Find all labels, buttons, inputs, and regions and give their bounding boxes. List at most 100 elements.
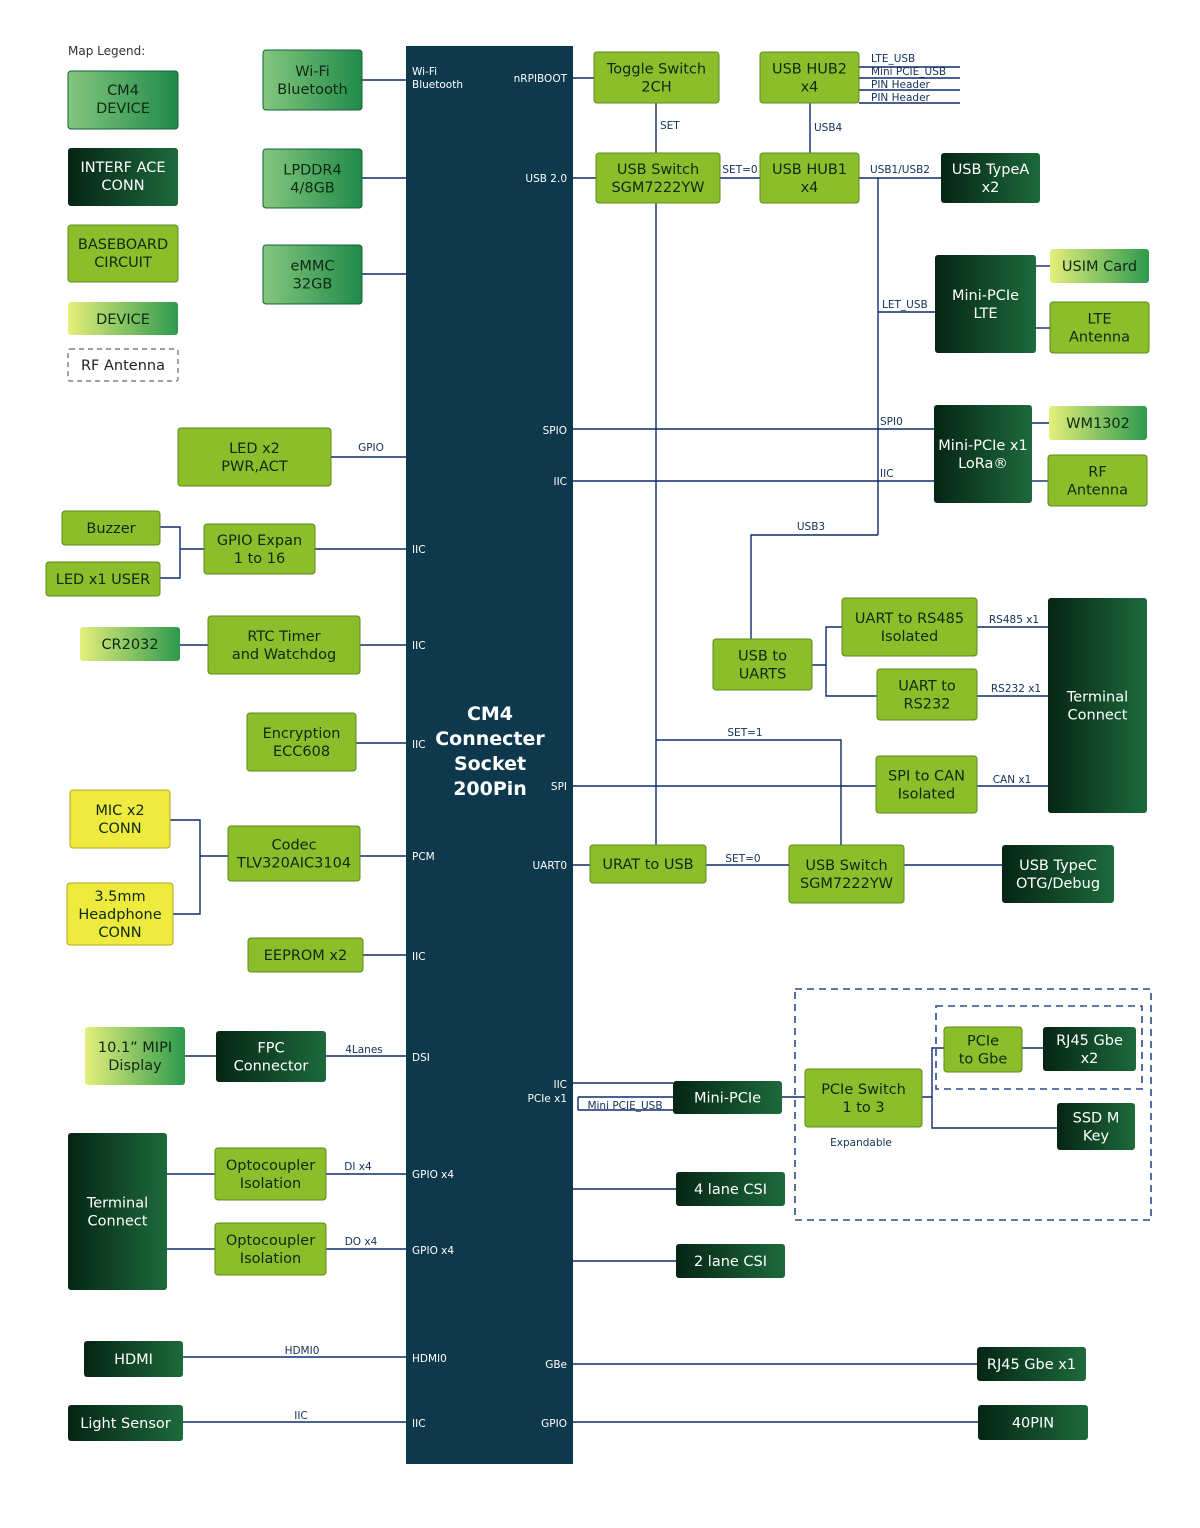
block-opto-out-label: Isolation [240,1251,301,1267]
block-codec-box [227,825,361,882]
pin-dsi: DSI [412,1052,430,1064]
block-usb-hub1-label: USB HUB1 [772,162,847,178]
block-uart-rs485-box [841,597,978,657]
block-codec-label: Codec [271,838,316,854]
block-rtc-box [207,615,361,675]
wire-label-set0-bottom: SET=0 [725,853,760,865]
wire-label-hdmi0: HDMI0 [285,1345,320,1357]
block-led-user: LED x1 USER [45,561,161,597]
block-usb-typec-box [1002,845,1114,903]
block-minipcie-bottom: Mini-PCIe [673,1081,782,1114]
block-spi-can-box [875,755,978,814]
block-mipi-display-box [85,1027,185,1085]
wire-label-4lanes: 4Lanes [345,1044,383,1056]
block-usb-hub2-label: USB HUB2 [772,62,847,78]
block-buzzer-box [61,510,161,546]
pin-gbe: GBe [545,1359,567,1371]
cm4-socket: CM4 Connecter Socket 200Pin Wi-Fi Blueto… [406,46,573,1464]
pin-pcm: PCM [412,851,435,863]
block-uart-rs485-label: UART to RS485 [855,611,964,627]
legend-title: Map Legend: [68,44,145,58]
block-cr2032-label: CR2032 [101,637,158,653]
block-rj45-x1-box [977,1347,1086,1381]
block-usb-typea-label: USB TypeA [952,162,1030,178]
block-fpc-box [216,1031,326,1082]
block-terminal-left-label: Connect [88,1214,148,1230]
block-rj45-x2-label: RJ45 Gbe [1056,1033,1123,1049]
block-usb-typea-label: x2 [982,180,1000,196]
wire-label-spi0: SPI0 [880,416,903,428]
block-cr2032-box [80,627,180,661]
block-uart-rs232-label: RS232 [904,697,951,713]
block-led-user-label: LED x1 USER [56,572,150,588]
block-minipcie-lora-label: LoRa® [958,456,1008,472]
block-csi2-label: 2 lane CSI [694,1254,767,1270]
pin-iic-pcie: IIC [553,1079,567,1091]
block-usb-to-uarts-label: USB to [738,649,787,665]
pin-nrpiboot: nRPIBOOT [514,73,568,85]
block-encryption-box [246,712,357,772]
block-headphone-label: Headphone [78,907,161,923]
block-uart-rs485-label: Isolated [881,629,938,645]
block-usb-typea-box [941,153,1040,203]
block-csi2-box [676,1244,785,1278]
block-headphone-label: CONN [98,925,141,941]
block-eeprom: EEPROM x2 [247,937,364,973]
block-spi-can-label: Isolated [898,787,955,803]
legend-baseboard-line1: BASEBOARD [78,237,168,253]
block-usim-label: USIM Card [1062,259,1137,275]
pin-wifi-2: Bluetooth [412,79,463,91]
block-usim-box [1050,249,1149,283]
wire-label-usb3: USB3 [797,521,825,533]
block-usb-hub2-box [759,51,860,104]
block-buzzer: Buzzer [61,510,161,546]
legend-device-swatch [68,302,178,335]
block-gpio-expander-label: GPIO Expan [217,533,302,549]
block-usb-to-uarts-box [712,638,813,691]
wire-label-minipcie-usb-bottom: Mini PCIE_USB [587,1100,662,1112]
socket-title-2: Connecter [435,728,545,750]
block-usb-typec-label: USB TypeC [1019,858,1097,874]
wire-label-pin-header-1: PIN Header [871,79,931,91]
block-gpio-expander-box [203,523,316,575]
block-pin40: 40PIN [978,1405,1088,1440]
legend-baseboard-swatch [67,224,179,283]
pin-spi: SPI [551,781,567,793]
block-ssd-box [1057,1103,1135,1150]
block-rj45-x1: RJ45 Gbe x1 [977,1347,1086,1381]
socket-title-4: 200Pin [453,778,527,800]
wire-label-rs232: RS232 x1 [991,683,1041,695]
pin-gpio-in: GPIO x4 [412,1169,454,1181]
socket-title-1: CM4 [467,703,513,725]
block-light-sensor-label: Light Sensor [80,1416,171,1432]
block-emmc-label: 32GB [293,277,333,293]
block-opto-out-label: Optocoupler [226,1233,315,1249]
block-usb-switch-bottom-box [788,844,905,904]
wire-label-di: DI x4 [344,1161,372,1173]
block-lte-antenna-label: Antenna [1069,330,1130,346]
block-led-x2-label: PWR,ACT [221,459,288,475]
block-usb-switch-bottom-label: USB Switch [805,858,887,874]
block-usb-switch-top-label: USB Switch [617,162,699,178]
block-lte-antenna-label: LTE [1087,312,1111,328]
wire-label-set: SET [660,120,680,132]
